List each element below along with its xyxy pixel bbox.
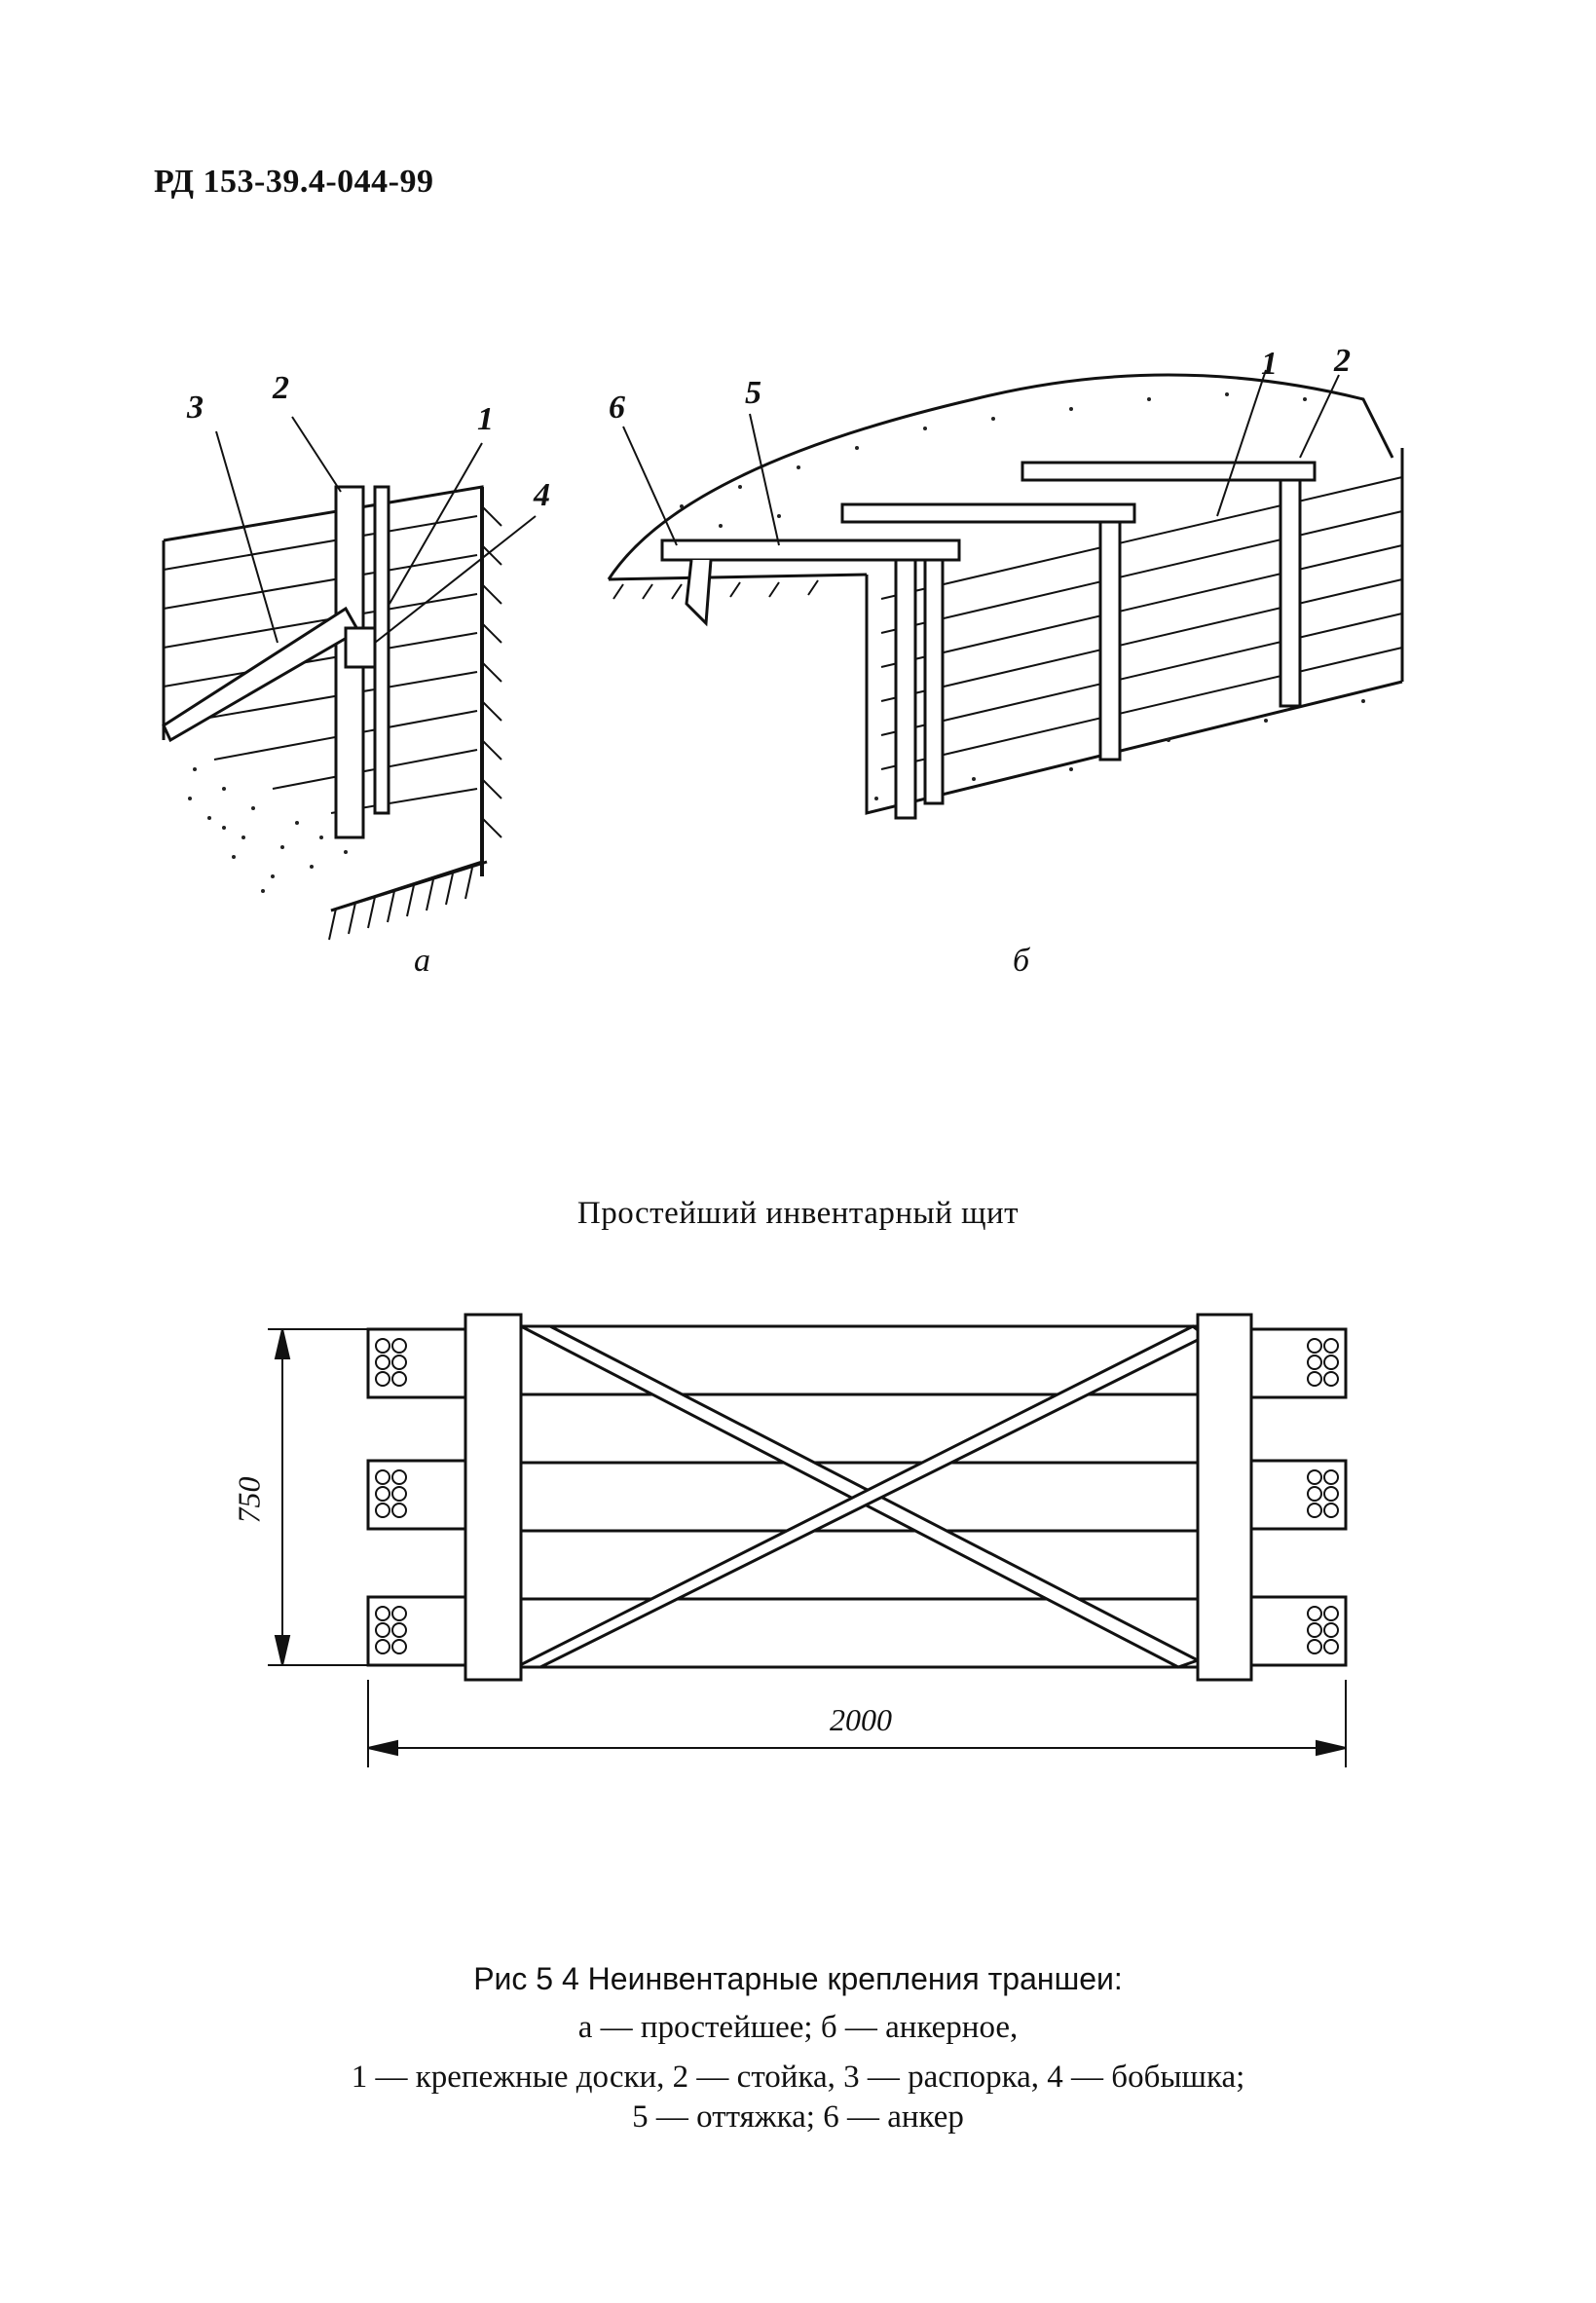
caption-line-4: 5 — оттяжка; 6 — анкер [632, 2099, 964, 2135]
callout-a-4: 4 [534, 477, 550, 513]
callout-b-6: 6 [609, 390, 625, 426]
caption-line-3: 1 — крепежные доски, 2 — стойка, 3 — рас… [351, 2060, 1245, 2095]
height-dimension: 750 [231, 1476, 267, 1524]
callout-a-1: 1 [477, 401, 494, 437]
document-code: РД 153-39.4-044-99 [154, 164, 434, 200]
callout-b-5: 5 [745, 375, 761, 411]
width-dimension: 2000 [830, 1702, 892, 1737]
figure-b-label: б [1013, 943, 1030, 979]
callout-b-2: 2 [1334, 343, 1351, 379]
callout-b-1: 1 [1261, 346, 1278, 382]
caption-line-2: а — простейшее; б — анкерное, [577, 2010, 1019, 2045]
callout-a-3: 3 [187, 390, 204, 426]
figure-a-label: а [414, 943, 430, 979]
caption-line-1: Рис 5 4 Неинвентарные крепления траншеи: [473, 1961, 1123, 1996]
callout-a-2: 2 [273, 370, 289, 406]
panel-title: Простейший инвентарный щит [576, 1196, 1020, 1231]
